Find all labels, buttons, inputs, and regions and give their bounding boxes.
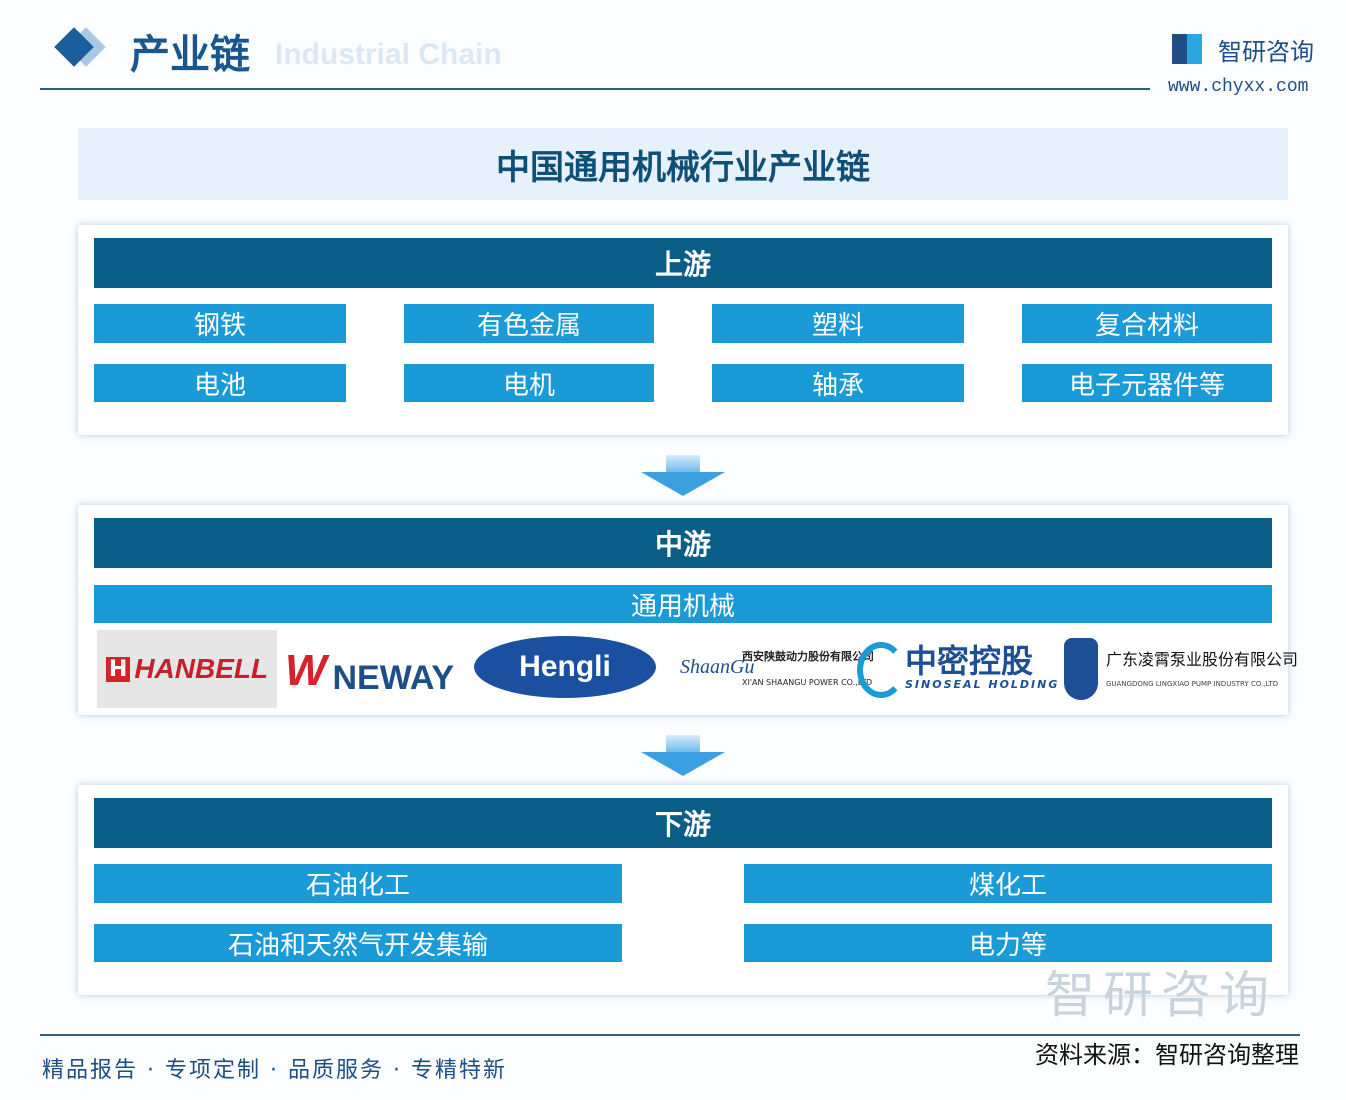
sinoseal-en: SINOSEAL HOLDING [905, 678, 1060, 691]
lingxiao-logo: 广东凌霄泵业股份有限公司 GUANGDONG LINGXIAO PUMP IND… [1062, 636, 1298, 702]
chart-title: 中国通用机械行业产业链 [78, 128, 1288, 200]
upstream-item: 电子元器件等 [1022, 364, 1272, 402]
neway-icon: W [284, 646, 327, 695]
hengli-name: Hengli [519, 650, 611, 683]
downstream-item: 石油和天然气开发集输 [94, 924, 622, 962]
down-arrow-icon [641, 752, 725, 776]
sinoseal-icon [857, 642, 905, 698]
source-note: 资料来源：智研咨询整理 [1035, 1041, 1299, 1069]
down-arrow-stem [666, 735, 700, 753]
upstream-item: 电池 [94, 364, 346, 402]
footer-divider [40, 1034, 1300, 1036]
lingxiao-name: 广东凌霄泵业股份有限公司 [1106, 650, 1299, 669]
upstream-item: 有色金属 [404, 304, 654, 343]
section-subtitle: Industrial Chain [275, 38, 502, 71]
upstream-item: 塑料 [712, 304, 964, 343]
section-title: 产业链 [130, 31, 250, 78]
lingxiao-en: GUANGDONG LINGXIAO PUMP INDUSTRY CO.,LTD [1106, 680, 1279, 688]
brand-url[interactable]: www.chyxx.com [1168, 77, 1309, 97]
upstream-item: 轴承 [712, 364, 964, 402]
watermark: 智研咨询 [1045, 966, 1277, 1024]
footer-slogan: 精品报告 · 专项定制 · 品质服务 · 专精特新 [42, 1058, 507, 1083]
neway-name: NEWAY [332, 658, 455, 697]
sinoseal-name: 中密控股 [905, 642, 1034, 680]
neway-logo: W NEWAY [282, 640, 457, 702]
upstream-header: 上游 [94, 238, 1272, 288]
down-arrow-icon [641, 472, 725, 496]
hanbell-logo: H HANBELL [97, 630, 277, 708]
hanbell-name: HANBELL [134, 653, 269, 684]
midstream-header: 中游 [94, 518, 1272, 568]
brand-name: 智研咨询 [1218, 38, 1314, 66]
downstream-item: 煤化工 [744, 864, 1272, 903]
midstream-category: 通用机械 [94, 585, 1272, 623]
downstream-item: 电力等 [744, 924, 1272, 962]
hengli-logo: Hengli [474, 636, 656, 698]
shaangu-logo: ShaanGu 西安陕鼓动力股份有限公司 XI'AN SHAANGU POWER… [680, 648, 874, 696]
downstream-item: 石油化工 [94, 864, 622, 903]
brand-logo-icon [1172, 34, 1202, 64]
upstream-item: 钢铁 [94, 304, 346, 343]
upstream-item: 电机 [404, 364, 654, 402]
lingxiao-icon [1064, 638, 1098, 700]
header-divider [40, 88, 1150, 90]
hanbell-icon: H [105, 656, 131, 682]
sinoseal-logo: 中密控股 SINOSEAL HOLDING [855, 636, 1057, 698]
downstream-header: 下游 [94, 798, 1272, 848]
upstream-item: 复合材料 [1022, 304, 1272, 343]
shaangu-cn: 西安陕鼓动力股份有限公司 [742, 650, 874, 663]
shaangu-name: ShaanGu [680, 656, 755, 678]
shaangu-en: XI'AN SHAANGU POWER CO.,LTD [742, 678, 873, 687]
down-arrow-stem [666, 455, 700, 473]
